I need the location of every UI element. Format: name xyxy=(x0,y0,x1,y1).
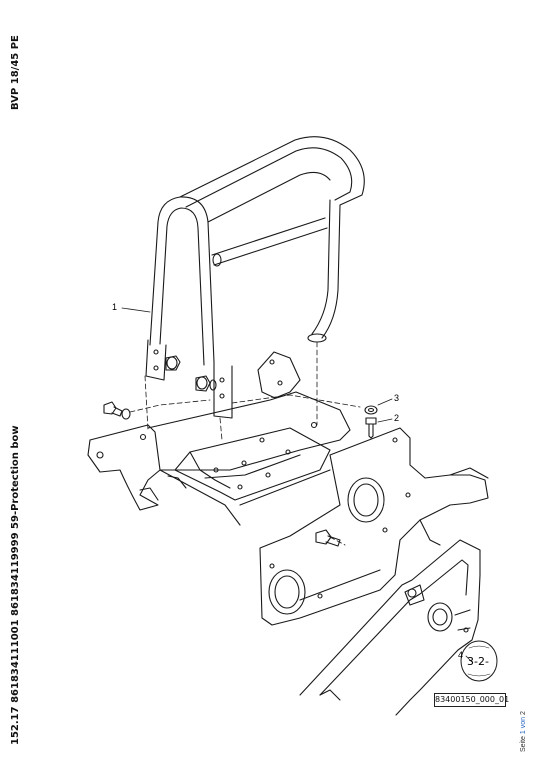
protection-bow[interactable] xyxy=(145,136,365,419)
base-frame xyxy=(87,351,351,526)
side-plate xyxy=(259,427,489,626)
callout-1[interactable]: 1 xyxy=(112,302,118,312)
rear-arm xyxy=(299,539,481,716)
callout-2[interactable]: 2 xyxy=(394,413,400,423)
bolt-lower[interactable] xyxy=(315,529,341,547)
drawing-reference-code: 83400150_000_01 xyxy=(434,693,509,707)
assembly-lines xyxy=(129,341,361,546)
callout-3[interactable]: 3 xyxy=(394,393,400,403)
bolt-2[interactable] xyxy=(365,417,377,439)
washer-3[interactable] xyxy=(364,405,378,415)
label-tag xyxy=(460,640,498,682)
oval-label-text: 3-2- xyxy=(467,655,489,668)
bolt-left[interactable] xyxy=(103,401,131,420)
callout-leaders xyxy=(121,307,473,663)
callout-4[interactable]: 4 xyxy=(458,650,464,660)
